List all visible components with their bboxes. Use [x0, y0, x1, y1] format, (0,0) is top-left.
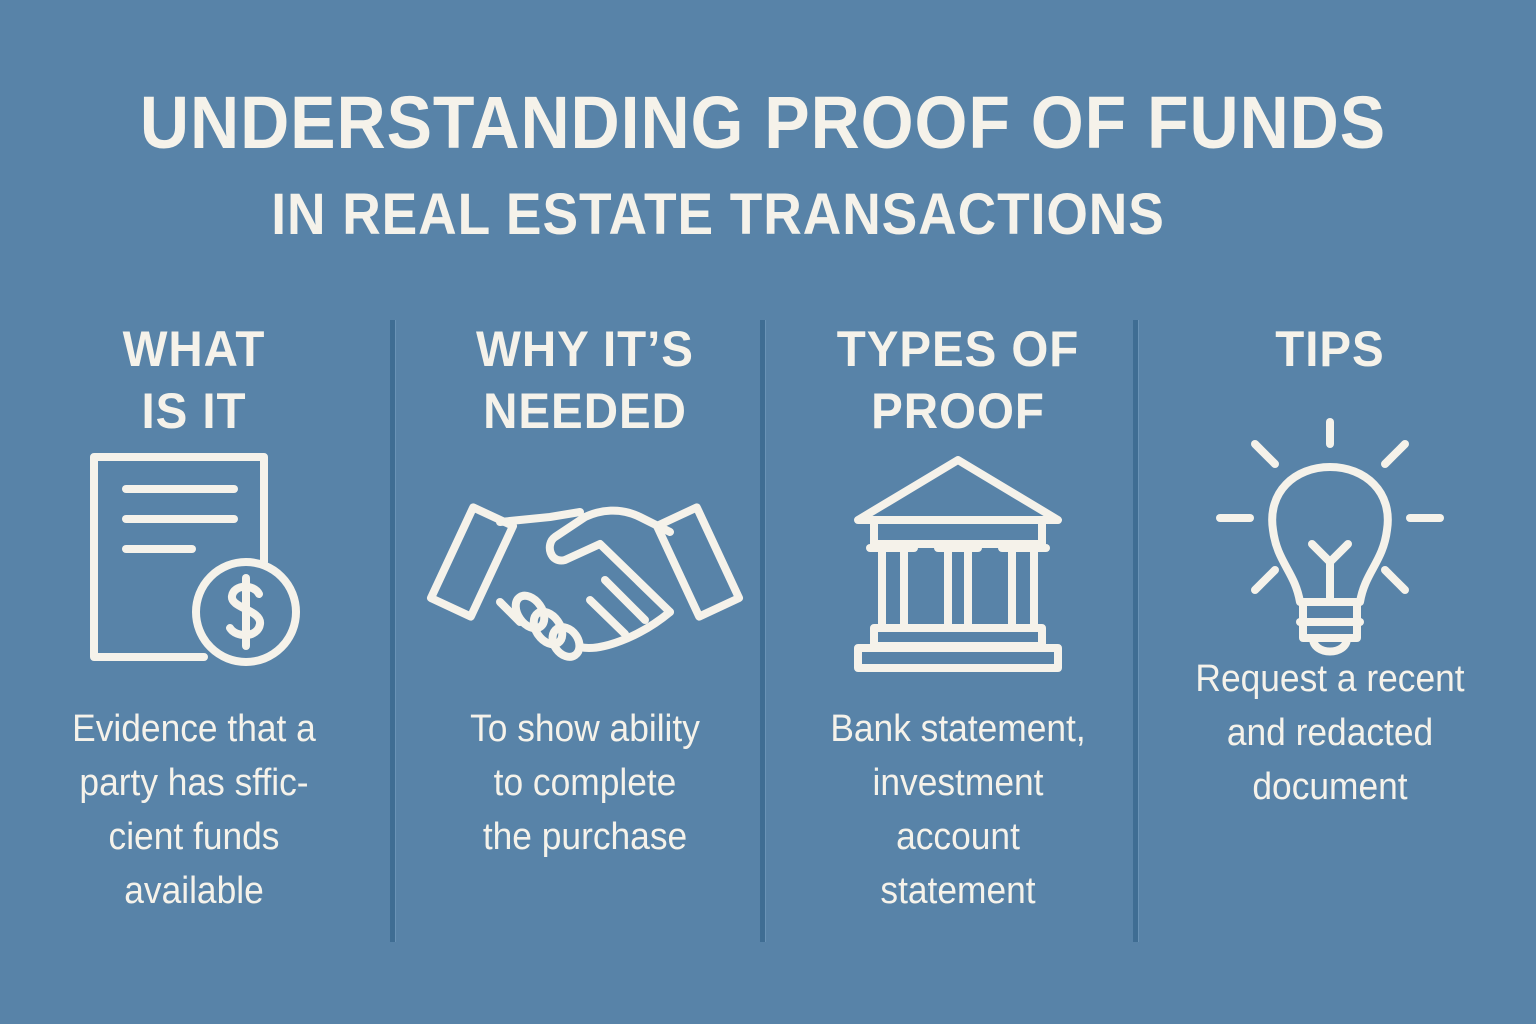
column-heading: WHAT IS IT — [23, 318, 365, 442]
title-line-2: IN REAL ESTATE TRANSACTIONS — [271, 182, 1165, 247]
heading-line: PROOF — [871, 383, 1045, 439]
document-dollar-icon — [14, 442, 374, 682]
column-description: To show ability to complete the purchase — [470, 708, 700, 858]
column-types-of-proof: TYPES OF PROOF Bank statement, investmen… — [778, 318, 1138, 918]
heading-line: TIPS — [1275, 321, 1385, 377]
column-description: Evidence that a party has sffic- cient f… — [72, 708, 316, 912]
column-divider — [1133, 320, 1139, 942]
heading-line: WHAT — [122, 321, 266, 377]
column-heading: TYPES OF PROOF — [787, 318, 1129, 442]
column-description: Request a recent and redacted document — [1195, 658, 1465, 808]
column-heading: TIPS — [1159, 318, 1501, 442]
title-line-1: UNDERSTANDING PROOF OF FUNDS — [139, 81, 1387, 164]
column-what-is-it: WHAT IS IT Evidence that a party has sff… — [14, 318, 374, 918]
column-divider — [390, 320, 396, 942]
heading-line: NEEDED — [483, 383, 687, 439]
lightbulb-icon — [1150, 392, 1510, 682]
column-divider — [760, 320, 766, 942]
column-tips: TIPS Request a recent and redacted docum… — [1150, 318, 1510, 814]
page-title: UNDERSTANDING PROOF OF FUNDS IN REAL EST… — [0, 78, 1536, 260]
heading-line: WHY IT’S — [476, 321, 694, 377]
heading-line: IS IT — [141, 383, 247, 439]
heading-line: TYPES OF — [836, 321, 1080, 377]
column-description: Bank statement, investment account state… — [830, 708, 1086, 912]
column-why-its-needed: WHY IT’S NEEDED To show ability to compl… — [405, 318, 765, 864]
bank-icon — [778, 442, 1138, 682]
column-heading: WHY IT’S NEEDED — [414, 318, 756, 442]
handshake-icon — [405, 442, 765, 682]
